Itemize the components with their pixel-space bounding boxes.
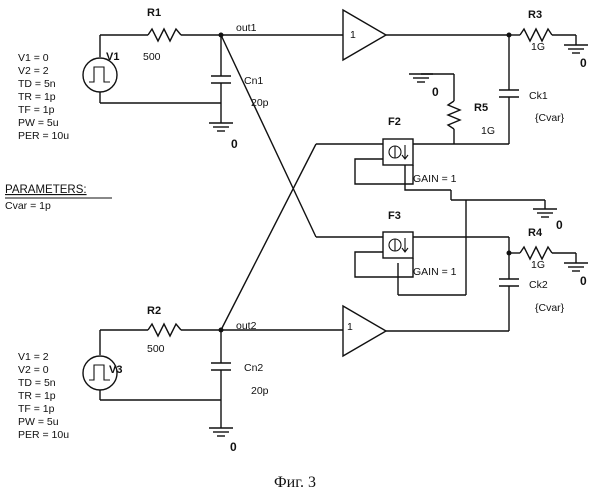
ck1-ref: Ck1: [529, 90, 548, 102]
capacitor-ck2: [386, 253, 519, 331]
v3-param: PER = 10u: [18, 429, 69, 441]
v1-ref: V1: [106, 51, 119, 63]
f3-ref: F3: [388, 210, 401, 222]
v3-param: TR = 1p: [18, 390, 56, 402]
ck2-ref: Ck2: [529, 279, 548, 291]
net-out1-label: out1: [236, 22, 257, 34]
f3-gain: GAIN = 1: [413, 266, 457, 278]
v1-param: TR = 1p: [18, 91, 56, 103]
ground-symbol: [209, 428, 233, 436]
figure-caption: Фиг. 3: [274, 474, 316, 491]
r2-ref: R2: [147, 305, 161, 317]
ground-symbol: [209, 123, 233, 131]
resistor-r2: [148, 324, 221, 336]
buffer-bottom-gain: 1: [347, 321, 353, 333]
v3-param: PW = 5u: [18, 416, 59, 428]
v1-param: PER = 10u: [18, 130, 69, 142]
r3-ref: R3: [528, 9, 542, 21]
v1-param: TF = 1p: [18, 104, 55, 116]
v3-ref: V3: [109, 364, 122, 376]
v1-param: TD = 5n: [18, 78, 56, 90]
v1-param: V2 = 2: [18, 65, 49, 77]
net-out2-label: out2: [236, 320, 257, 332]
v3-parameters: V1 = 2 V2 = 0 TD = 5n TR = 1p TF = 1p PW…: [18, 351, 69, 441]
r3-value: 1G: [531, 41, 545, 53]
r4-value: 1G: [531, 259, 545, 271]
ground-label: 0: [231, 137, 238, 151]
v3-param: TF = 1p: [18, 403, 55, 415]
r4-ref: R4: [528, 227, 543, 239]
ck1-value: {Cvar}: [535, 112, 565, 124]
v3-param: V2 = 0: [18, 364, 49, 376]
source-v3: [83, 330, 221, 400]
v3-param: TD = 5n: [18, 377, 56, 389]
cn2-ref: Cn2: [244, 362, 263, 374]
buffer-top: [343, 10, 509, 60]
cn1-ref: Cn1: [244, 75, 263, 87]
parameters-header: PARAMETERS:: [5, 184, 87, 196]
ground-label: 0: [230, 440, 237, 454]
parameters-entry: Cvar = 1p: [5, 200, 51, 212]
r1-ref: R1: [147, 7, 161, 19]
f2-ref: F2: [388, 116, 401, 128]
ground-label: 0: [580, 274, 587, 288]
ground-symbol: [564, 263, 588, 271]
f-interconnect: [398, 190, 545, 295]
ground-symbol: [533, 209, 557, 217]
r1-value: 500: [143, 51, 161, 63]
r2-value: 500: [147, 343, 165, 355]
capacitor-cn1: [211, 35, 231, 123]
buffer-top-gain: 1: [350, 29, 356, 41]
f2-gain: GAIN = 1: [413, 173, 457, 185]
r5-value: 1G: [481, 125, 495, 137]
ground-symbol: [564, 45, 588, 53]
cn2-value: 20p: [251, 385, 269, 397]
v1-param: PW = 5u: [18, 117, 59, 129]
v1-param: V1 = 0: [18, 52, 49, 64]
ck2-value: {Cvar}: [535, 302, 565, 314]
v1-parameters: V1 = 0 V2 = 2 TD = 5n TR = 1p TF = 1p PW…: [18, 52, 69, 142]
source-v1: [83, 35, 221, 103]
ground-label: 0: [556, 218, 563, 232]
resistor-r1: [148, 29, 221, 41]
ground-label: 0: [432, 85, 439, 99]
capacitor-cn2: [211, 330, 231, 428]
r5-ref: R5: [474, 102, 488, 114]
cross-wires: [221, 35, 316, 330]
ground-label: 0: [580, 56, 587, 70]
v3-param: V1 = 2: [18, 351, 49, 363]
resistor-r5: [421, 74, 460, 144]
ground-symbol: [409, 74, 433, 82]
